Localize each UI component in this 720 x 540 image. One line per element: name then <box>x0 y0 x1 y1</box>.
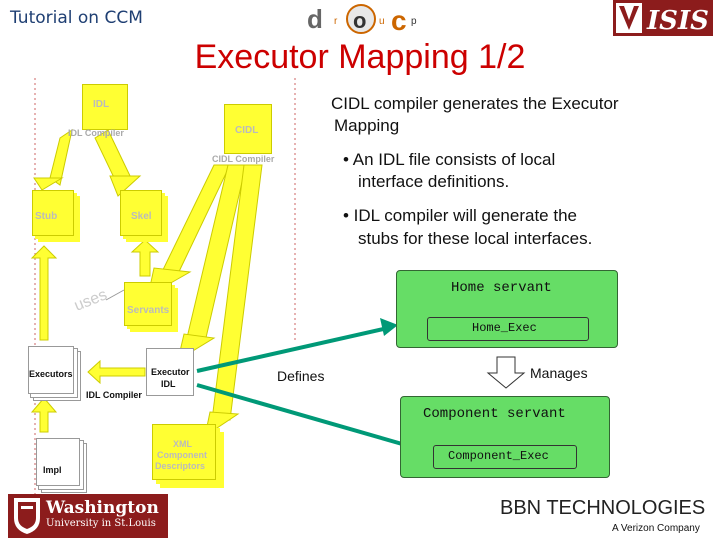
component-exec-label: Component_Exec <box>448 449 549 463</box>
xml-label-3: Descriptors <box>155 461 206 471</box>
bullet1-line1: • An IDL file consists of local <box>343 150 556 169</box>
shield-icon <box>14 498 40 534</box>
idl-label: IDL <box>93 99 110 110</box>
servants-doc-stack: Servants <box>124 282 172 326</box>
cidl-compiler-label: CIDL Compiler <box>212 154 275 164</box>
stub-doc-stack: Stub <box>32 190 74 236</box>
doc-logo-r: r <box>334 16 338 27</box>
xml-label-1: XML <box>173 439 192 449</box>
cidl-doc: CIDL <box>224 104 272 154</box>
executors-label: Executors <box>29 369 73 379</box>
servants-label: Servants <box>127 305 170 316</box>
defines-label: Defines <box>277 368 325 384</box>
home-servant-label: Home servant <box>451 280 552 296</box>
impl-doc-stack: Impl <box>36 438 80 486</box>
bullet2-line2: stubs for these local interfaces. <box>358 229 593 248</box>
washington-university-logo: Washington University in St.Louis <box>8 494 168 538</box>
doc-group-logo: d r o u c p <box>307 4 417 36</box>
verizon-text: A Verizon Company <box>612 523 700 534</box>
isis-logo: ISIS <box>613 0 713 36</box>
component-servant-label: Component servant <box>423 406 566 422</box>
washington-line2: University in St.Louis <box>46 518 156 529</box>
home-exec-box: Home_Exec <box>427 317 589 341</box>
executors-doc-stack: Executors <box>28 346 74 394</box>
executor-idl-label-2: IDL <box>161 379 176 389</box>
page-title: Executor Mapping 1/2 <box>194 38 526 76</box>
doc-logo-u: u <box>379 16 385 27</box>
cidl-label: CIDL <box>235 125 259 136</box>
washington-line1: Washington <box>46 498 159 518</box>
doc-logo-p: p <box>411 16 417 27</box>
component-exec-box: Component_Exec <box>433 445 577 469</box>
skel-doc-stack: Skel <box>120 190 162 236</box>
bullet1-line2: interface definitions. <box>358 172 510 191</box>
doc-logo-o: o <box>353 8 366 33</box>
xml-descriptors-doc-stack: XML Component Descriptors <box>152 424 216 480</box>
manages-label: Manages <box>530 365 588 381</box>
doc-logo-c: c <box>391 5 407 36</box>
bbn-logo-text: BBN TECHNOLOGIES <box>500 497 706 519</box>
idl-doc: IDL <box>82 84 128 130</box>
impl-label: Impl <box>43 465 62 475</box>
component-servant-box: Component servant Component_Exec <box>400 396 610 478</box>
home-exec-label: Home_Exec <box>472 321 537 335</box>
doc-logo-d: d <box>307 4 323 34</box>
home-servant-box: Home servant Home_Exec <box>396 270 618 348</box>
xml-label-2: Component <box>157 450 207 460</box>
bullet2-line1: • IDL compiler will generate the <box>343 206 577 225</box>
cidl-text-line1: CIDL compiler generates the Executor <box>331 94 619 113</box>
idl-compiler-bottom-label: IDL Compiler <box>86 390 142 400</box>
executor-idl-label-1: Executor <box>151 367 190 377</box>
cidl-text-line2: Mapping <box>334 116 400 135</box>
skel-label: Skel <box>131 211 152 222</box>
tutorial-label: Tutorial on CCM <box>10 8 143 28</box>
isis-logo-text: ISIS <box>646 6 709 36</box>
idl-compiler-top-label: IDL Compiler <box>68 128 124 138</box>
stub-label: Stub <box>35 211 58 222</box>
executor-idl-doc: Executor IDL <box>146 348 194 396</box>
